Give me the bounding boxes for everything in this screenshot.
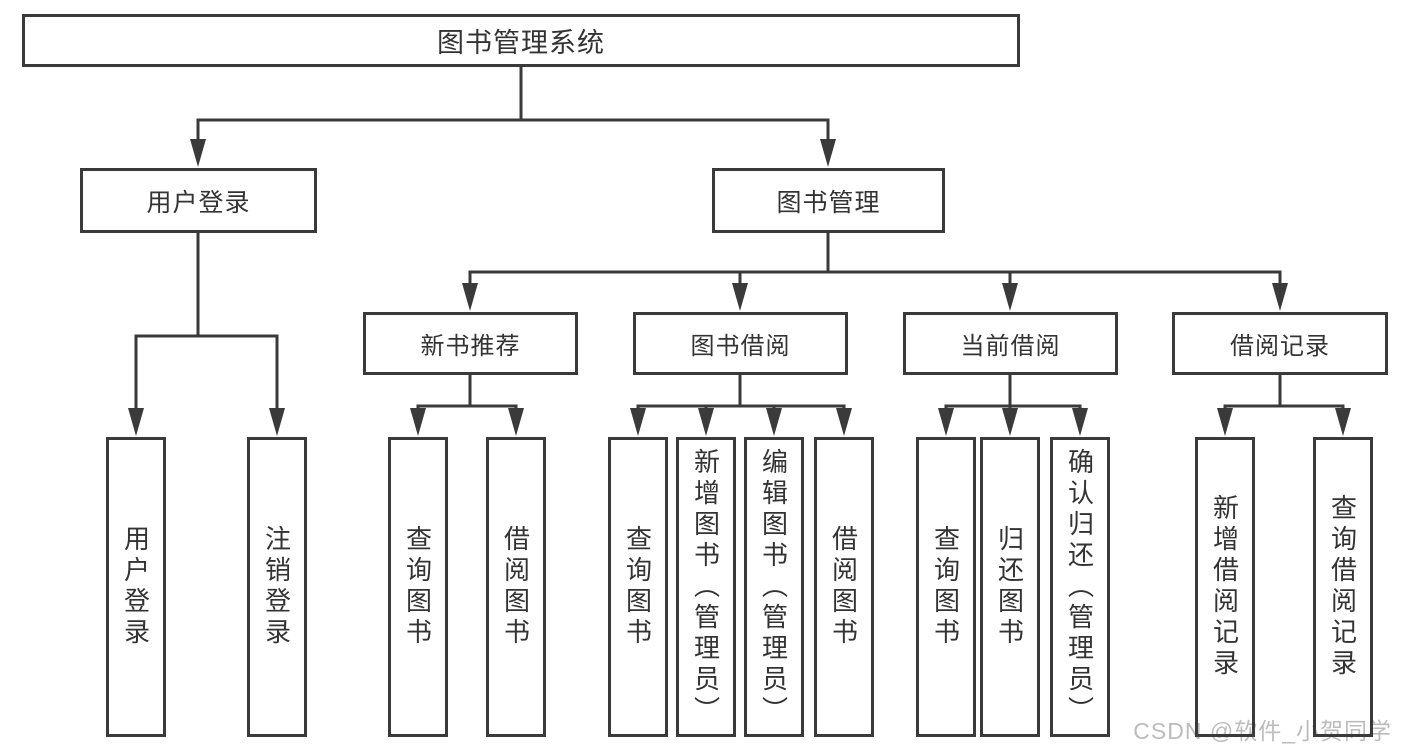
node-borrow-books-2: 借阅图书 xyxy=(814,437,874,737)
connector-userlogin-to-leaves xyxy=(134,233,279,409)
arrow-down-icon xyxy=(630,408,646,436)
arrow-down-icon xyxy=(508,408,524,436)
arrow-down-icon xyxy=(1002,408,1018,436)
node-book-management: 图书管理 xyxy=(712,168,945,233)
arrow-down-icon xyxy=(766,408,782,436)
arrow-down-icon xyxy=(1272,283,1288,311)
arrow-down-icon xyxy=(1335,408,1351,436)
node-label: 图书管理系统 xyxy=(437,28,605,58)
node-current-borrowing: 当前借阅 xyxy=(903,312,1118,375)
node-label: 图书借阅 xyxy=(690,333,791,360)
node-label: 新增图书（管理员） xyxy=(690,447,721,727)
arrow-down-icon xyxy=(938,408,954,436)
node-label: 查询图书 xyxy=(622,525,653,649)
node-label: 注销登录 xyxy=(261,525,292,649)
node-add-book-admin: 新增图书（管理员） xyxy=(676,437,736,737)
node-user-login: 用户登录 xyxy=(80,168,317,233)
node-login: 用户登录 xyxy=(106,437,166,737)
arrow-down-icon xyxy=(1002,283,1018,311)
node-query-books-2: 查询图书 xyxy=(608,437,668,737)
node-borrowing-records: 借阅记录 xyxy=(1172,312,1388,375)
connector-borrowrecords-to-leaves xyxy=(1223,375,1345,409)
node-label: 用户登录 xyxy=(146,188,251,217)
arrow-down-icon xyxy=(1217,408,1233,436)
arrow-down-icon xyxy=(190,139,206,167)
arrow-down-icon xyxy=(128,408,144,436)
node-library-system: 图书管理系统 xyxy=(22,14,1020,67)
arrow-down-icon xyxy=(1072,408,1088,436)
node-label: 确认归还（管理员） xyxy=(1064,447,1095,727)
arrow-down-icon xyxy=(732,283,748,311)
node-label: 借阅图书 xyxy=(500,525,531,649)
node-label: 新增借阅记录 xyxy=(1209,494,1240,680)
connector-newbooks-to-leaves xyxy=(416,375,518,409)
connector-bookmgmt-to-level3 xyxy=(468,233,1282,284)
node-label: 用户登录 xyxy=(120,525,151,649)
node-label: 查询图书 xyxy=(930,525,961,649)
node-return-books: 归还图书 xyxy=(980,437,1040,737)
node-add-borrow-record: 新增借阅记录 xyxy=(1195,437,1255,737)
arrow-down-icon xyxy=(698,408,714,436)
connector-bookborrow-to-leaves xyxy=(636,375,846,409)
arrow-down-icon xyxy=(820,139,836,167)
node-label: 归还图书 xyxy=(994,525,1025,649)
node-query-borrow-record: 查询借阅记录 xyxy=(1313,437,1373,737)
node-query-books-1: 查询图书 xyxy=(388,437,448,737)
node-query-books-3: 查询图书 xyxy=(916,437,976,737)
node-logout: 注销登录 xyxy=(247,437,307,737)
arrow-down-icon xyxy=(410,408,426,436)
node-label: 新书推荐 xyxy=(420,333,521,360)
node-label: 编辑图书（管理员） xyxy=(758,447,789,727)
node-label: 借阅图书 xyxy=(828,525,859,649)
connector-currentborrow-to-leaves xyxy=(944,375,1082,409)
node-new-book-recommend: 新书推荐 xyxy=(363,312,578,375)
arrow-down-icon xyxy=(462,283,478,311)
node-label: 当前借阅 xyxy=(960,333,1061,360)
arrow-down-icon xyxy=(269,408,285,436)
connector-root-to-level2 xyxy=(196,67,830,140)
node-label: 借阅记录 xyxy=(1230,333,1330,360)
node-edit-book-admin: 编辑图书（管理员） xyxy=(744,437,804,737)
node-book-borrowing: 图书借阅 xyxy=(633,312,848,375)
node-label: 查询图书 xyxy=(402,525,433,649)
node-label: 查询借阅记录 xyxy=(1327,494,1358,680)
node-confirm-return-admin: 确认归还（管理员） xyxy=(1050,437,1110,737)
arrow-down-icon xyxy=(836,408,852,436)
csdn-watermark: CSDN @软件_小贺同学 xyxy=(1133,718,1392,744)
node-borrow-books-1: 借阅图书 xyxy=(486,437,546,737)
node-label: 图书管理 xyxy=(776,188,881,217)
